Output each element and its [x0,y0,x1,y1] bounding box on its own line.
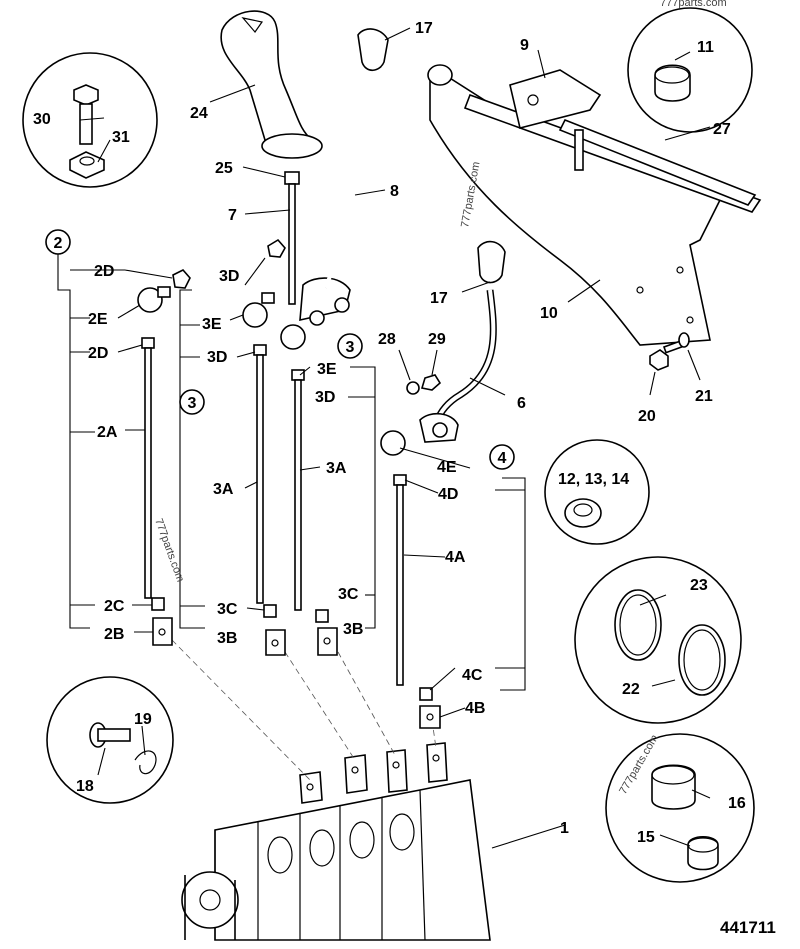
label-1: 1 [560,820,569,837]
drawing-number: 441711 [720,918,776,937]
label-4B: 4B [465,700,485,717]
label-9: 9 [520,37,529,54]
handle-assembly [220,10,351,326]
rod-8 [324,28,389,289]
label-21: 21 [695,388,713,405]
label-22: 22 [622,681,640,698]
valve-block [181,742,491,941]
label-15: 15 [637,829,655,846]
label-17-top: 17 [415,20,433,37]
label-2D: 2D [88,345,108,362]
group-2-label: 2 [54,235,63,252]
inset-11 [627,7,753,133]
label-25: 25 [215,160,233,177]
watermark: 777parts.com [660,0,727,9]
rod-assembly-3-left [242,238,286,656]
inset-30-31 [22,52,158,188]
label-2B: 2B [104,626,124,643]
label-29: 29 [428,331,446,348]
group-4-circle [489,444,515,470]
leader-lines [57,27,711,849]
label-23: 23 [690,577,708,594]
label-3E-right: 3E [317,361,337,378]
rod-assembly-4 [380,430,441,729]
inset-12-14 [544,439,650,545]
label-4E: 4E [437,459,457,476]
label-16: 16 [728,795,746,812]
label-8: 8 [390,183,399,200]
rod-assembly-2 [137,269,191,646]
group-3-circle-right [337,333,363,359]
label-19: 19 [134,711,152,728]
label-4A: 4A [445,549,466,566]
label-3D-top: 3D [219,268,239,285]
label-3B-right: 3B [343,621,363,638]
label-27: 27 [713,121,731,138]
label-24: 24 [190,105,208,122]
watermark: 777parts.com [152,517,186,584]
rod-assembly-3-right [280,324,338,656]
group-2-circle [45,229,71,255]
group-3-label-right: 3 [346,339,355,356]
label-7: 7 [228,207,237,224]
label-30: 30 [33,111,51,128]
rod-6 [419,240,506,443]
label-4C: 4C [462,667,483,684]
label-3C-left: 3C [217,601,238,618]
label-11: 11 [697,39,714,56]
inset-18-19 [46,676,174,804]
label-2C: 2C [104,598,125,615]
group-4-label: 4 [498,450,507,467]
label-3D-right: 3D [315,389,335,406]
group-3-label-left: 3 [188,395,197,412]
label-3D-left: 3D [207,349,227,366]
group-3-circle-left [179,389,205,415]
label-31: 31 [112,129,130,146]
inset-22-23 [574,556,742,724]
bracket-10 [427,64,762,346]
label-3A-left: 3A [213,481,234,498]
label-18: 18 [76,778,94,795]
label-2E: 2E [88,311,108,328]
inset-15-16 [605,733,755,883]
label-17-lower: 17 [430,290,448,307]
label-2D-top: 2D [94,263,114,280]
label-3A-right: 3A [326,460,347,477]
label-20: 20 [638,408,656,425]
label-3B-left: 3B [217,630,237,647]
label-6: 6 [517,395,526,412]
label-28: 28 [378,331,396,348]
label-3C-right: 3C [338,586,359,603]
label-10: 10 [540,305,558,322]
label-4D: 4D [438,486,458,503]
watermark: 777parts.com [459,161,482,229]
label-3E-left: 3E [202,316,222,333]
label-2A: 2A [97,424,118,441]
label-12-13-14: 12, 13, 14 [558,471,629,488]
